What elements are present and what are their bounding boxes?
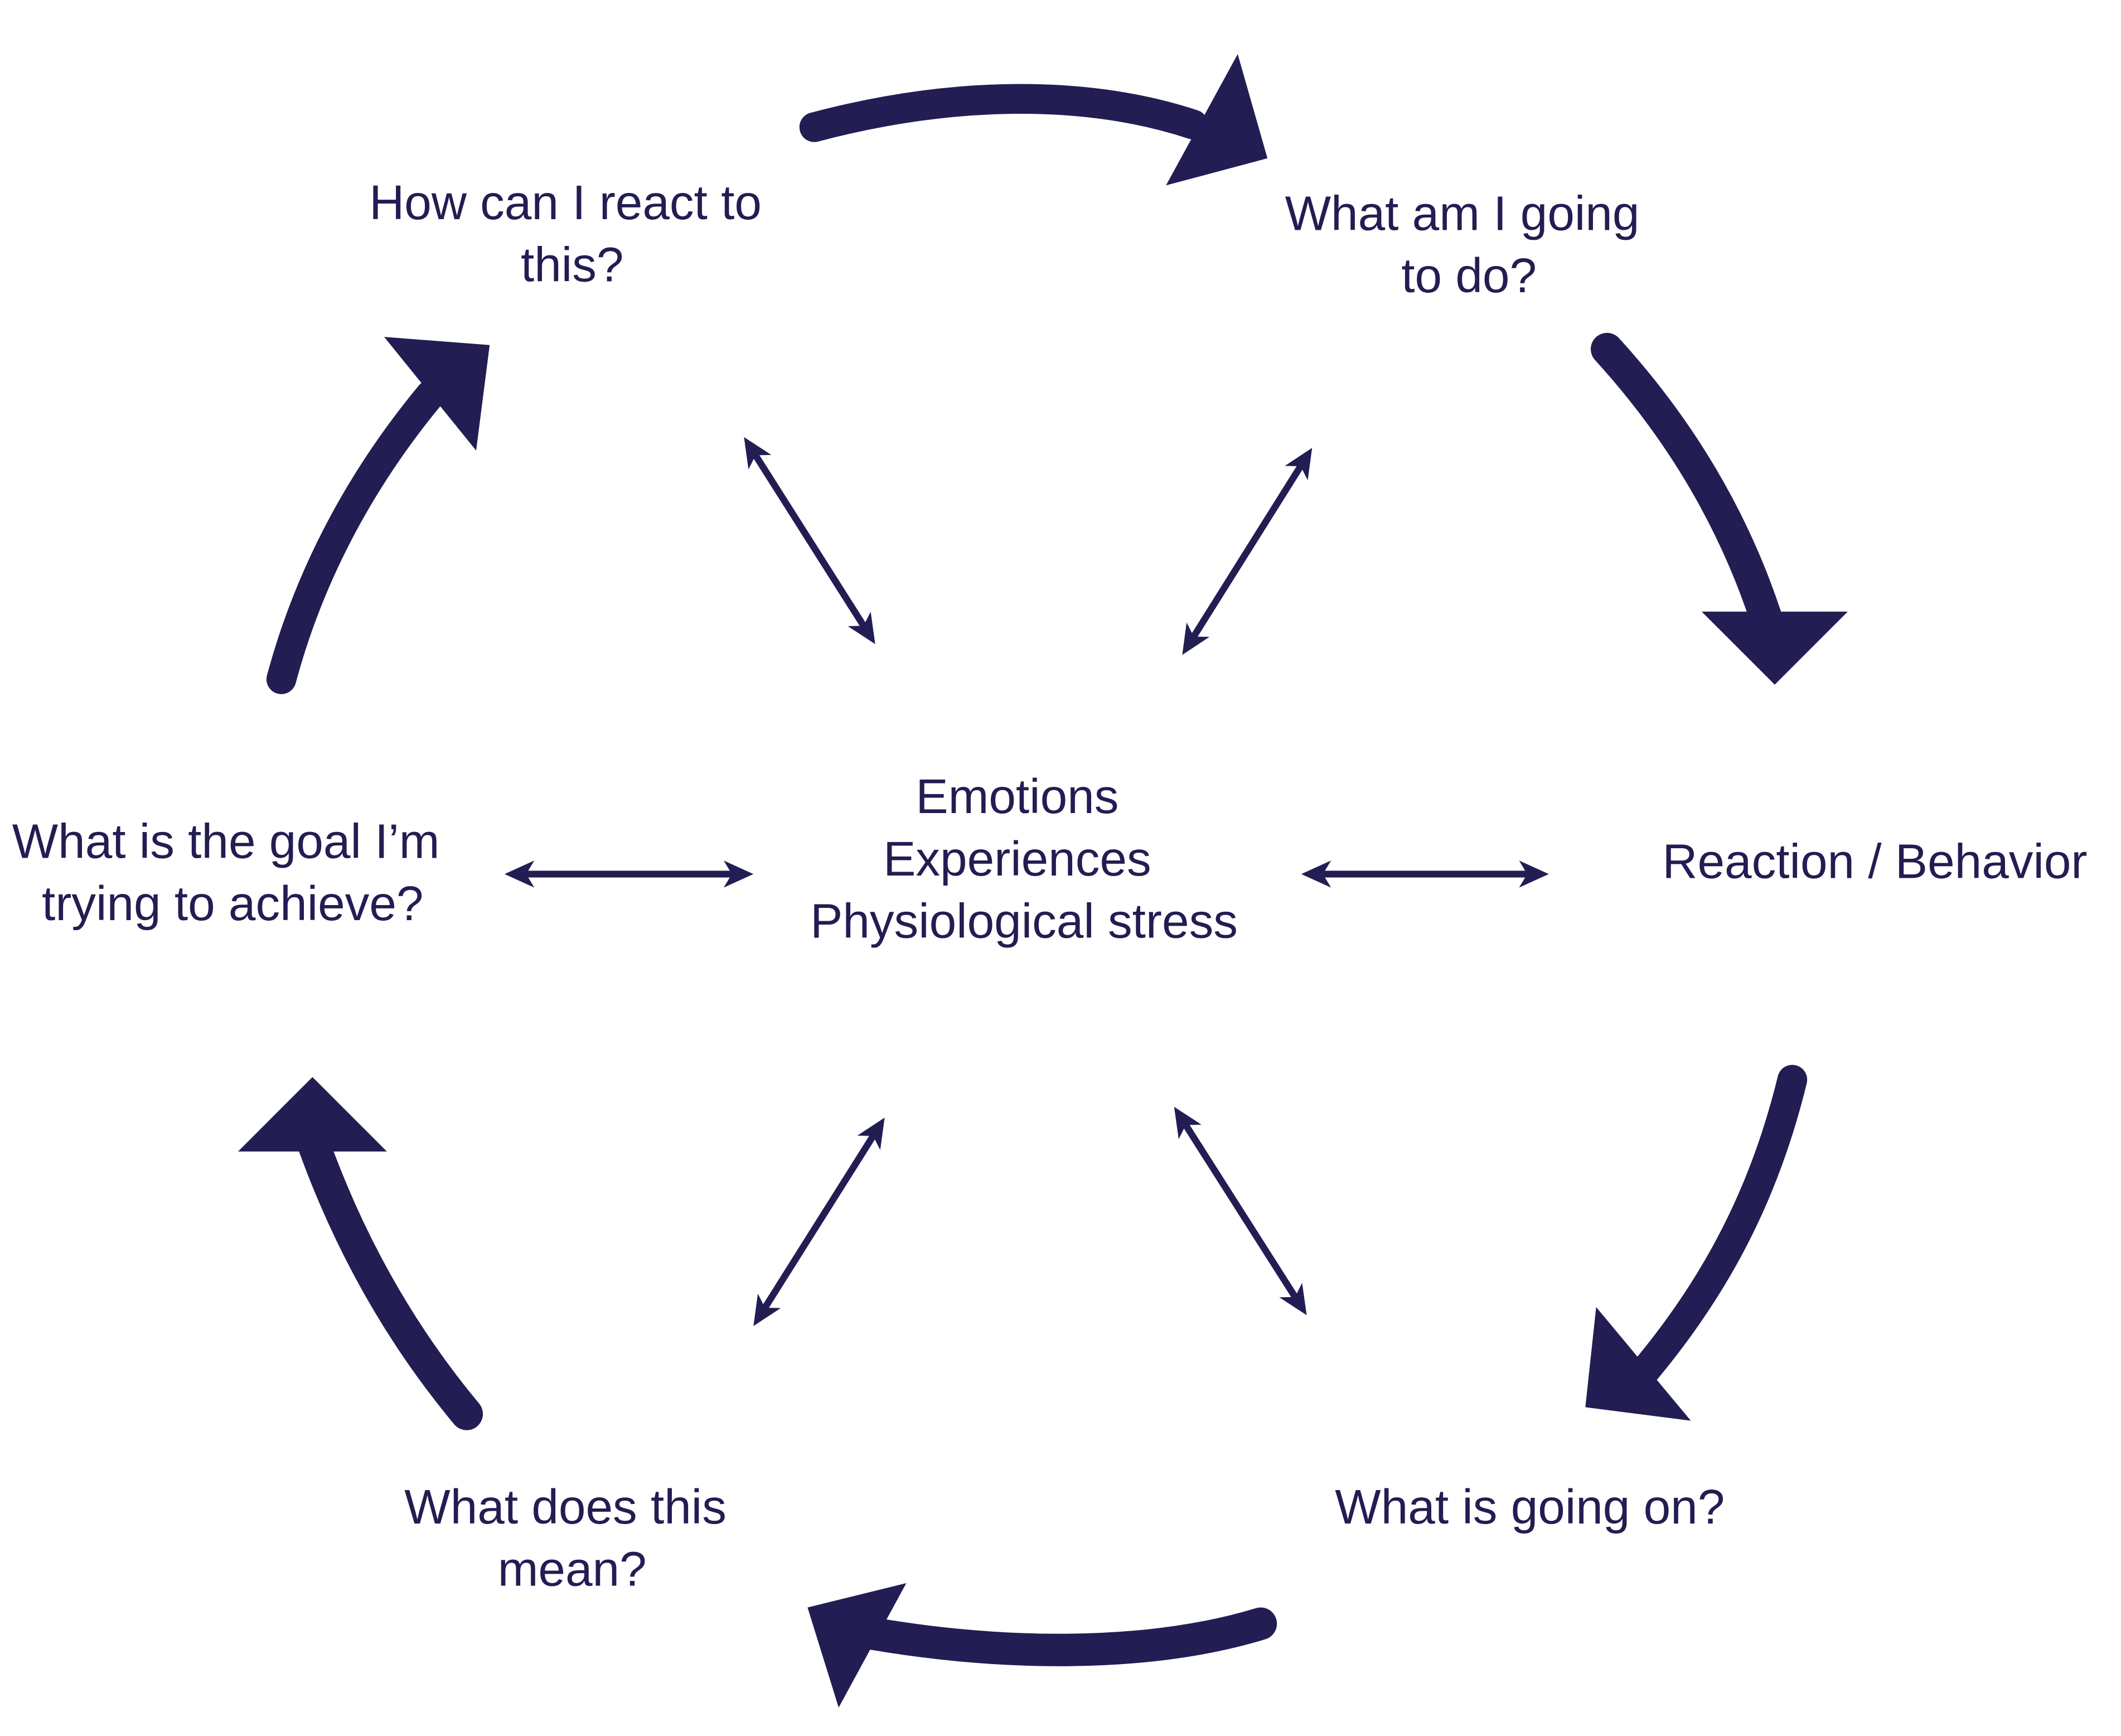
connector-head-start <box>1174 1106 1202 1139</box>
connectors <box>504 437 1549 1326</box>
connector-head-end <box>1182 622 1210 655</box>
center-line-experiences: Experiences <box>883 831 1151 886</box>
connector-react <box>744 437 875 644</box>
connector-head-end <box>753 1293 781 1326</box>
node-do-line-2: to do? <box>1401 248 1537 303</box>
connector-head-start <box>744 437 772 470</box>
cycle-arrow-do-to-behavior <box>1591 332 1848 685</box>
node-mean-line-2: mean? <box>498 1542 647 1597</box>
node-label-mean: What does this mean? <box>404 1479 740 1597</box>
node-label-react: How can I react to this? <box>369 175 775 292</box>
node-react-line-2: this? <box>521 238 623 292</box>
cycle-arrow-going-on-to-mean <box>807 1583 1277 1708</box>
connector-head-end <box>1279 1283 1307 1316</box>
cycle-arrow-mean-to-goal <box>238 1077 483 1430</box>
connector-head-end <box>1519 860 1549 888</box>
node-do-line-1: What am I going <box>1285 186 1640 240</box>
node-label-do: What am I going to do? <box>1285 186 1653 303</box>
connector-goal <box>504 860 754 888</box>
connector-mean <box>753 1118 885 1326</box>
connector-shaft <box>1190 464 1304 639</box>
connector-shaft <box>752 453 866 628</box>
connector-head-end <box>848 611 875 644</box>
cycle-arrow-behavior-to-going-on <box>1585 1065 1808 1421</box>
connector-head-start <box>1301 860 1331 888</box>
cycle-arrows <box>238 54 1848 1708</box>
connector-going-on <box>1174 1106 1307 1316</box>
node-going-on-line-1: What is going on? <box>1335 1479 1725 1534</box>
connector-head-start <box>857 1118 885 1150</box>
center-label: Emotions Experiences Physiological stres… <box>810 769 1238 948</box>
connector-do <box>1182 448 1313 655</box>
node-goal-line-2: trying to achieve? <box>42 876 423 931</box>
node-label-going-on: What is going on? <box>1335 1479 1725 1534</box>
node-goal-line-1: What is the goal I’m <box>12 814 440 868</box>
connector-head-end <box>723 860 754 888</box>
node-label-goal: What is the goal I’m trying to achieve? <box>12 814 453 931</box>
node-react-line-1: How can I react to <box>369 175 762 230</box>
node-behavior-line-1: Reaction / Behavior <box>1662 834 2087 889</box>
connector-shaft <box>1183 1123 1298 1299</box>
connector-head-start <box>504 860 535 888</box>
connector-head-start <box>1285 448 1313 481</box>
center-line-emotions: Emotions <box>916 769 1118 824</box>
connector-shaft <box>762 1134 877 1310</box>
node-label-behavior: Reaction / Behavior <box>1662 834 2087 889</box>
connector-behavior <box>1301 860 1549 888</box>
node-mean-line-1: What does this <box>404 1479 727 1534</box>
cycle-arrow-react-to-do <box>799 54 1268 186</box>
cycle-arrow-goal-to-react <box>266 337 490 694</box>
center-line-stress: Physiological stress <box>810 893 1238 948</box>
